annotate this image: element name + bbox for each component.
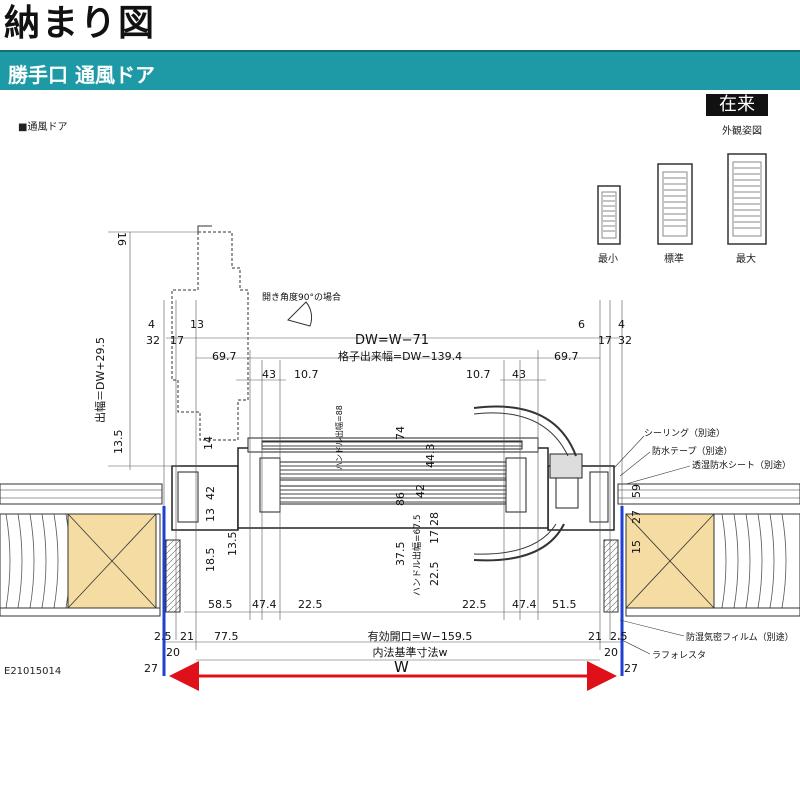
open-angle-note: 開き角度90°の場合 [262, 291, 341, 303]
dim-w: W [394, 658, 409, 676]
door-thumbnail-max [727, 153, 767, 245]
variant-label-min: 最小 [598, 254, 618, 265]
dim-15: 15 [630, 540, 643, 554]
dim-21-left: 21 [180, 630, 194, 643]
dim-4-right: 4 [618, 318, 625, 331]
door-thumbnail-min [597, 185, 621, 245]
dim-10-7-right: 10.7 [466, 368, 491, 381]
guide-lines [108, 231, 623, 661]
dim-32-left: 32 [146, 334, 160, 347]
elevation-caption: 外観姿図 [722, 126, 762, 137]
annotation-leaders [613, 435, 691, 655]
dim-10-7-left: 10.7 [294, 368, 319, 381]
exterior-wall [0, 483, 800, 617]
note-waterproof-tape: 防水テープ（別途） [652, 445, 732, 457]
dim-4-left: 4 [148, 318, 155, 331]
header-bar: 勝手口 通風ドア [0, 50, 800, 90]
dim-22-5-left: 22.5 [298, 598, 323, 611]
dim-77-5: 77.5 [214, 630, 239, 643]
page-title: 納まり図 [4, 3, 157, 44]
handle-projection-88: ハンドル出幅=88 [334, 405, 344, 470]
dim-27-left: 27 [144, 662, 158, 675]
dim-42-left: 42 [204, 486, 217, 500]
dim-22-5-vertical: 22.5 [428, 562, 441, 587]
dim-effective-opening: 有効開口=W−159.5 [368, 629, 473, 643]
dim-14: 14 [202, 436, 215, 450]
dim-13-small: 13 [204, 508, 217, 522]
variant-label-max: 最大 [736, 254, 756, 265]
dim-86: 86 [394, 492, 407, 506]
dim-69-7-left: 69.7 [212, 350, 237, 363]
dim-17-mid: 17 [428, 530, 441, 544]
dim-59: 59 [630, 484, 643, 498]
dim-20-left: 20 [166, 646, 180, 659]
dim-17-right: 17 [598, 334, 612, 347]
dim-13-5-bottom: 13.5 [226, 532, 239, 557]
dim-27-wall: 27 [630, 510, 643, 524]
dim-43-right: 43 [512, 368, 526, 381]
dim-2-5-right: 2.5 [610, 630, 628, 643]
dim-17-left: 17 [170, 334, 184, 347]
section-label: ■通風ドア [18, 122, 68, 133]
dim-13: 13 [190, 318, 204, 331]
note-vapor-film: 防湿気密フィルム（別途） [686, 631, 794, 643]
dim-21-right: 21 [588, 630, 602, 643]
note-sealing: シーリング（別途） [644, 427, 725, 439]
dim-6: 6 [578, 318, 585, 331]
dim-43-left: 43 [262, 368, 276, 381]
dim-37-5: 37.5 [394, 542, 407, 567]
dim-51-5: 51.5 [552, 598, 577, 611]
installation-badge: 在来 [706, 94, 768, 116]
dim-32-right: 32 [618, 334, 632, 347]
dim-dw: DW=W−71 [355, 333, 429, 348]
handle-projection-67-5: ハンドル出幅=67.5 [411, 514, 423, 596]
note-raforesta: ラフォレスタ [652, 650, 706, 661]
dim-44-3: 44.3 [424, 444, 437, 469]
dim-27-right: 27 [624, 662, 638, 675]
dim-47-4-right: 47.4 [512, 598, 537, 611]
dim-projection: 出幅＝DW+29.5 [93, 337, 107, 423]
dim-16: 16 [115, 232, 128, 246]
dim-47-4-left: 47.4 [252, 598, 277, 611]
dim-18-5: 18.5 [204, 548, 217, 573]
dim-22-5-right: 22.5 [462, 598, 487, 611]
note-breathable-sheet: 透湿防水シート（別途） [692, 459, 791, 471]
variant-label-standard: 標準 [664, 254, 684, 265]
subtitle: 勝手口 通風ドア [8, 63, 155, 87]
door-thumbnail-standard [657, 163, 693, 245]
document-code: E21015014 [4, 666, 62, 677]
dim-74: 74 [394, 426, 407, 440]
dim-58-5: 58.5 [208, 598, 233, 611]
dim-28: 28 [428, 512, 441, 526]
dim-13-5-top: 13.5 [112, 430, 125, 455]
dim-69-7-right: 69.7 [554, 350, 579, 363]
door-frame-section [171, 225, 615, 562]
dim-inner-reference: 内法基準寸法w [373, 645, 448, 659]
dim-42-mid: 42 [414, 484, 427, 498]
dim-lattice-width: 格子出来幅=DW−139.4 [338, 349, 462, 363]
dim-2-5-left: 2.5 [154, 630, 172, 643]
dim-20-right: 20 [604, 646, 618, 659]
